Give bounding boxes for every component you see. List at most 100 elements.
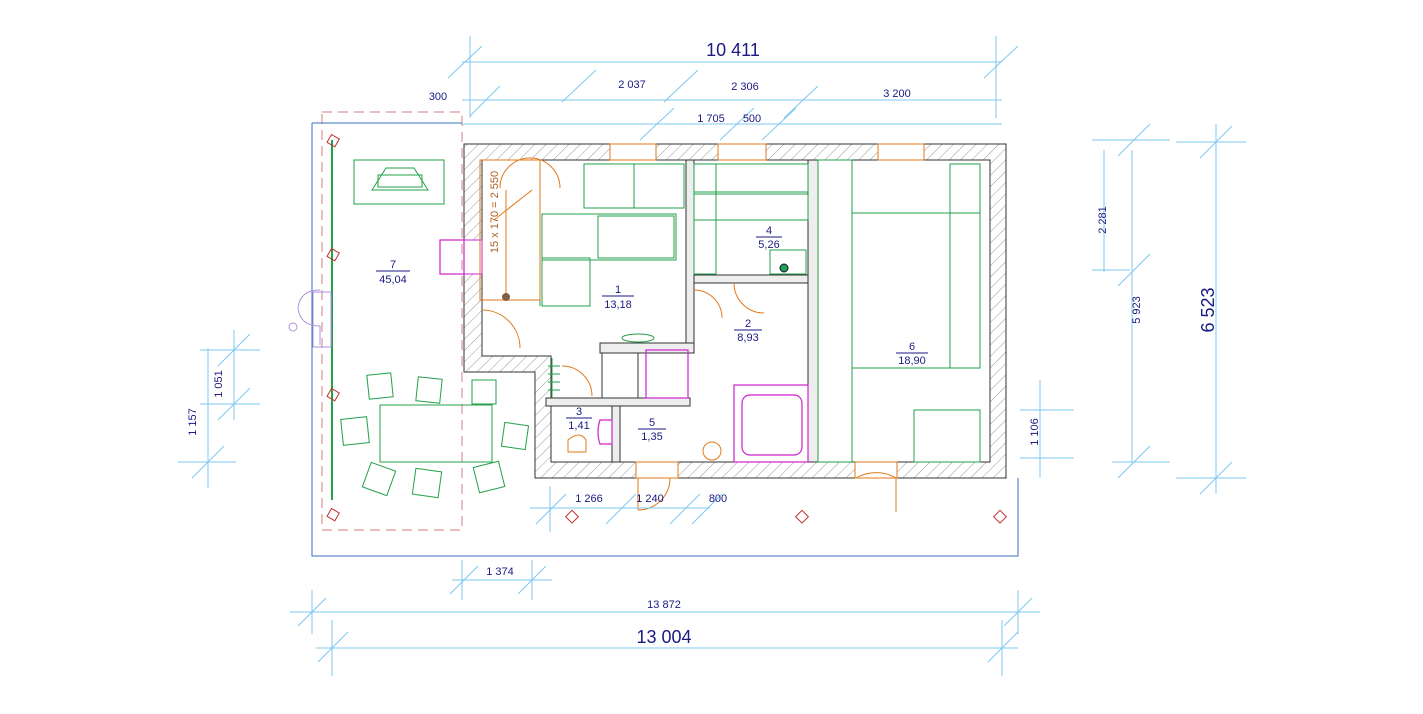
svg-text:18,90: 18,90 [898,355,926,367]
sink-icon [621,333,655,343]
dim-left-seg-2: 1 157 [187,408,199,436]
chair-icon [411,467,443,499]
svg-text:2: 2 [745,318,751,330]
furniture [479,159,981,463]
chair-icon [361,461,397,497]
wall-partition [545,397,691,407]
svg-text:3: 3 [576,406,582,418]
dim-top-seg-4: 1 705 [697,113,725,125]
room-2-label: 2 8,93 [734,318,762,344]
wall-partition [611,405,621,463]
room-1-label: 1 13,18 [602,284,634,311]
dimension-labels: 10 411 2 037 2 306 3 200 300 1 705 500 2… [187,40,1218,647]
window [877,143,925,161]
window [635,461,679,479]
dim-bottom-total: 13 004 [636,627,691,647]
room-7-label: 7 45,04 [376,259,410,286]
svg-text:8,93: 8,93 [737,332,758,344]
dimension-lines [178,36,1246,676]
dim-right-seg-2: 5 923 [1131,296,1143,324]
svg-text:1,41: 1,41 [568,420,589,432]
post-icon [326,247,341,262]
dim-left-seg-1: 1 051 [213,370,225,398]
dim-bottom-seg-4: 1 374 [486,566,514,578]
window [717,143,767,161]
door-swing [693,289,723,319]
shelf [693,163,809,193]
bathtub-icon [733,384,809,463]
bed [851,212,981,369]
room-6-label: 6 18,90 [896,341,928,367]
dim-top-total: 10 411 [706,40,760,60]
chair-icon [366,372,394,400]
svg-text:7: 7 [390,259,396,271]
post-icon [326,507,341,522]
desk [913,409,981,463]
wardrobe [817,159,853,463]
chimney [601,352,639,399]
svg-text:13,18: 13,18 [604,299,632,311]
dim-top-seg-1: 2 037 [618,79,646,91]
room-labels: 1 13,18 2 8,93 3 1,41 4 5,26 5 1,35 6 18… [376,225,928,443]
terrace [288,111,1019,557]
door-swing [481,309,521,349]
toilet-icon [702,441,722,461]
terrace-outline [321,111,463,531]
window [463,239,483,275]
dim-right-total: 6 523 [1198,287,1218,332]
stair-label: 15 x 170 = 2 550 [489,171,501,253]
chair-icon [415,376,443,404]
wall-partition [807,159,819,463]
svg-text:4: 4 [766,225,772,237]
room-3-label: 3 1,41 [566,406,592,432]
toilet-icon [567,434,587,453]
chair-icon [472,460,506,494]
dim-top-seg-3: 3 200 [883,88,911,100]
post-icon [326,387,341,402]
dim-right-small: 1 106 [1029,418,1041,446]
room-4-label: 4 5,26 [756,225,782,251]
door-swing [855,472,897,512]
dim-top-seg-2: 2 306 [731,81,759,93]
boiler-icon [779,263,789,273]
terrace-border [311,123,1019,557]
armchair [541,257,591,307]
dim-bottom-seg-1: 1 266 [575,493,603,505]
grill-icon [353,159,445,205]
door-swing [733,282,765,314]
dim-top-seg-5: 500 [743,113,761,125]
svg-text:1,35: 1,35 [641,431,662,443]
wall-partition [685,159,695,351]
svg-text:45,04: 45,04 [379,274,407,286]
stairs [479,159,541,301]
dim-right-seg-1: 2 281 [1097,206,1109,234]
wall-partition [693,274,809,284]
doors [481,157,897,512]
dim-bottom-seg-2: 1 240 [636,493,664,505]
svg-text:5,26: 5,26 [758,239,779,251]
door-swing [637,477,671,511]
chair-icon [500,421,530,451]
post-icon [326,133,341,148]
post-icon [794,509,810,524]
shelf [693,193,809,221]
boiler [769,249,807,275]
dim-bottom-seg-3: 800 [709,493,727,505]
post-icon [992,509,1008,524]
lamp-icon [297,289,321,345]
dim-top-left: 300 [429,91,447,103]
sofa [541,213,677,261]
svg-text:6: 6 [909,341,915,353]
wall-partition [599,342,695,354]
window [609,143,657,161]
outdoor-table [379,404,493,463]
chair-icon [340,416,370,446]
post-icon [564,509,580,524]
walls [439,143,1007,479]
outer-wall [463,143,1007,479]
svg-text:5: 5 [649,417,655,429]
door-swing [561,365,593,397]
svg-text:1: 1 [615,284,621,296]
dim-bottom-seg-5: 13 872 [647,599,681,611]
